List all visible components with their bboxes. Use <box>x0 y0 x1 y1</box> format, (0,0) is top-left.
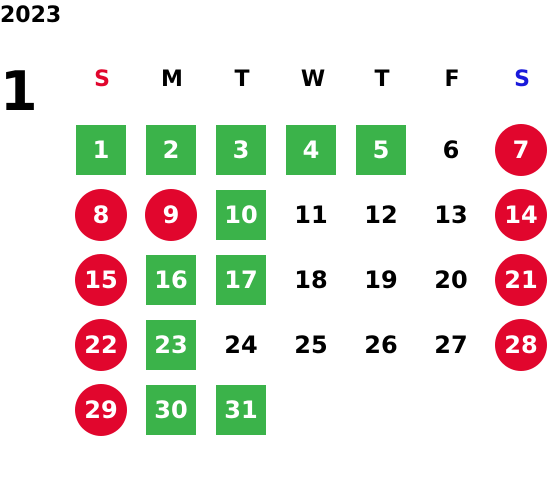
day-cell: 3 <box>216 125 266 175</box>
day-cell: 20 <box>434 266 468 294</box>
day-cell: 1 <box>76 125 126 175</box>
day-cell: 21 <box>495 254 547 306</box>
day-cell: 16 <box>146 255 196 305</box>
weekday-tuesday: T <box>234 67 250 92</box>
weekday-sunday: S <box>94 67 110 92</box>
month-label: 1 <box>0 60 38 123</box>
day-cell: 27 <box>434 331 468 359</box>
day-cell: 14 <box>495 189 547 241</box>
day-cell: 6 <box>442 136 460 164</box>
day-cell: 24 <box>224 331 258 359</box>
day-cell: 18 <box>294 266 328 294</box>
weekday-thursday: T <box>374 67 390 92</box>
day-cell: 31 <box>216 385 266 435</box>
day-cell: 4 <box>286 125 336 175</box>
day-cell: 28 <box>495 319 547 371</box>
day-cell: 26 <box>364 331 398 359</box>
day-cell: 13 <box>434 201 468 229</box>
day-cell: 9 <box>145 189 197 241</box>
day-cell: 11 <box>294 201 328 229</box>
day-cell: 29 <box>75 384 127 436</box>
day-cell: 12 <box>364 201 398 229</box>
year-label: 2023 <box>0 3 62 28</box>
weekday-wednesday: W <box>300 67 326 92</box>
day-cell: 15 <box>75 254 127 306</box>
day-cell: 25 <box>294 331 328 359</box>
day-cell: 17 <box>216 255 266 305</box>
weekday-monday: M <box>161 67 183 92</box>
day-cell: 2 <box>146 125 196 175</box>
day-cell: 19 <box>364 266 398 294</box>
day-cell: 10 <box>216 190 266 240</box>
weekday-saturday: S <box>514 67 530 92</box>
day-cell: 23 <box>146 320 196 370</box>
day-cell: 5 <box>356 125 406 175</box>
day-cell: 30 <box>146 385 196 435</box>
day-cell: 7 <box>495 124 547 176</box>
weekday-friday: F <box>444 67 460 92</box>
day-cell: 22 <box>75 319 127 371</box>
day-cell: 8 <box>75 189 127 241</box>
